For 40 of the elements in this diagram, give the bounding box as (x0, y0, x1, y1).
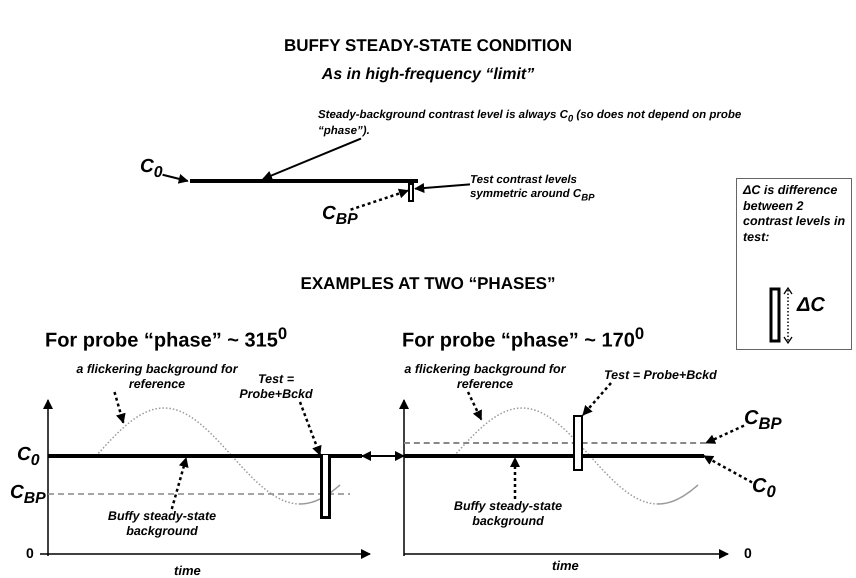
axis-tick-label: 0 (26, 545, 34, 561)
leader-arrow (113, 392, 126, 424)
level-label: C$_{BP}$ (744, 406, 782, 434)
leader-arrow (466, 391, 482, 420)
arrow (262, 138, 362, 180)
annotation: Buffy steady-state background (438, 499, 578, 529)
axis-label: time (552, 558, 579, 573)
annotation: Test contrast levels symmetric around C$_{BP}$ (470, 174, 610, 204)
level-label: C$_{0}$ (140, 156, 163, 183)
axis-tick-label: C$_{0}$ (17, 444, 40, 470)
annotation: Steady-background contrast level is always C$_{0}$ (so does not depend on probe “phase”). (318, 109, 748, 139)
double-arrow (361, 451, 405, 461)
arrow (162, 174, 189, 184)
delta-label: ΔC (797, 294, 825, 317)
title: BUFFY STEADY-STATE CONDITION (282, 36, 574, 56)
annotation: Test = Probe+Bckd (604, 368, 744, 383)
subtitle: As in high-frequency “limit” (320, 66, 536, 84)
dashed-level-line (404, 442, 706, 444)
level-label: C$_{BP}$ (322, 203, 358, 230)
panel-heading: For probe “phase” ~ 315$^{0}$ (45, 324, 288, 353)
legend-text: ΔC is difference between 2 contrast levels in test: (743, 183, 846, 246)
legend-box (736, 178, 852, 350)
test-pulse (320, 455, 331, 519)
leader-arrow (582, 382, 612, 416)
leader-arrow (703, 454, 753, 484)
leader-arrow (170, 457, 189, 510)
leader-arrow (350, 188, 409, 211)
axis-tick-label: C$_{BP}$ (10, 482, 46, 508)
panel-heading: For probe “phase” ~ 170$^{0}$ (402, 324, 644, 353)
arrow (414, 183, 470, 193)
annotation: Buffy steady-state background (92, 509, 232, 539)
axis-label: time (174, 563, 201, 578)
test-bar (408, 183, 414, 202)
axis-tick-label: 0 (744, 545, 752, 561)
annotation: a flickering background for reference (400, 362, 570, 392)
level-label: C$_{0}$ (752, 474, 776, 502)
leader-arrow (705, 424, 745, 444)
leader-arrow (510, 457, 520, 499)
section-heading: EXAMPLES AT TWO “PHASES” (299, 274, 557, 294)
leader-arrow (298, 402, 322, 456)
